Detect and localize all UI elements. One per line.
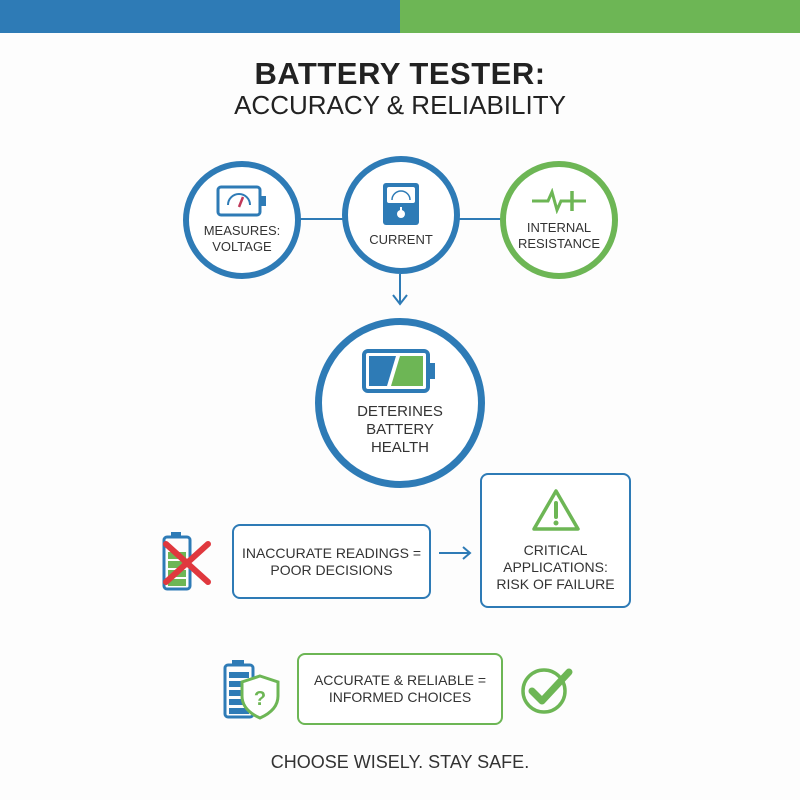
arrow-head-down-icon bbox=[392, 294, 408, 306]
ammeter-icon bbox=[383, 183, 419, 225]
warning-triangle-icon bbox=[531, 489, 580, 531]
battery-invalid-icon bbox=[162, 532, 211, 591]
connector-current-resistance bbox=[456, 218, 504, 220]
page-subtitle: ACCURACY & RELIABILITY bbox=[234, 90, 566, 120]
node-current: CURRENT bbox=[342, 156, 460, 274]
page-title: BATTERY TESTER: bbox=[254, 56, 546, 91]
node-battery-health: DETERINES BATTERY HEALTH bbox=[315, 318, 485, 488]
battery-shield-icon: ? bbox=[223, 660, 280, 720]
footer-tagline: CHOOSE WISELY. STAY SAFE. bbox=[270, 752, 530, 772]
node-internal-resistance: INTERNAL RESISTANCE bbox=[500, 161, 618, 279]
arrow-right-icon bbox=[439, 546, 472, 560]
node-voltage: MEASURES: VOLTAGE bbox=[183, 161, 301, 279]
arrow-down-to-health bbox=[399, 274, 401, 304]
svg-text:?: ? bbox=[254, 688, 266, 710]
connector-voltage-current bbox=[298, 218, 348, 220]
battery-half-icon bbox=[362, 349, 435, 393]
inaccurate-readings-box: INACCURATE READINGS = POOR DECISIONS bbox=[232, 524, 431, 599]
checkmark-circle-icon bbox=[521, 668, 573, 714]
accurate-reliable-box: ACCURATE & RELIABLE = INFORMED CHOICES bbox=[297, 653, 503, 725]
critical-applications-box: CRITICAL APPLICATIONS: RISK OF FAILURE bbox=[480, 473, 631, 608]
node-current-label: CURRENT bbox=[369, 232, 433, 247]
node-health-label: DETERINES BATTERY HEALTH bbox=[357, 403, 443, 456]
node-resistance-label: INTERNAL RESISTANCE bbox=[517, 220, 601, 251]
node-voltage-label: MEASURES: VOLTAGE bbox=[203, 223, 281, 254]
critical-applications-label: CRITICAL APPLICATIONS: RISK OF FAILURE bbox=[496, 542, 615, 592]
header-bar-blue bbox=[0, 0, 400, 33]
resistance-waveform-icon bbox=[532, 188, 586, 214]
header-bar-green bbox=[400, 0, 800, 33]
battery-gauge-icon bbox=[216, 185, 266, 217]
